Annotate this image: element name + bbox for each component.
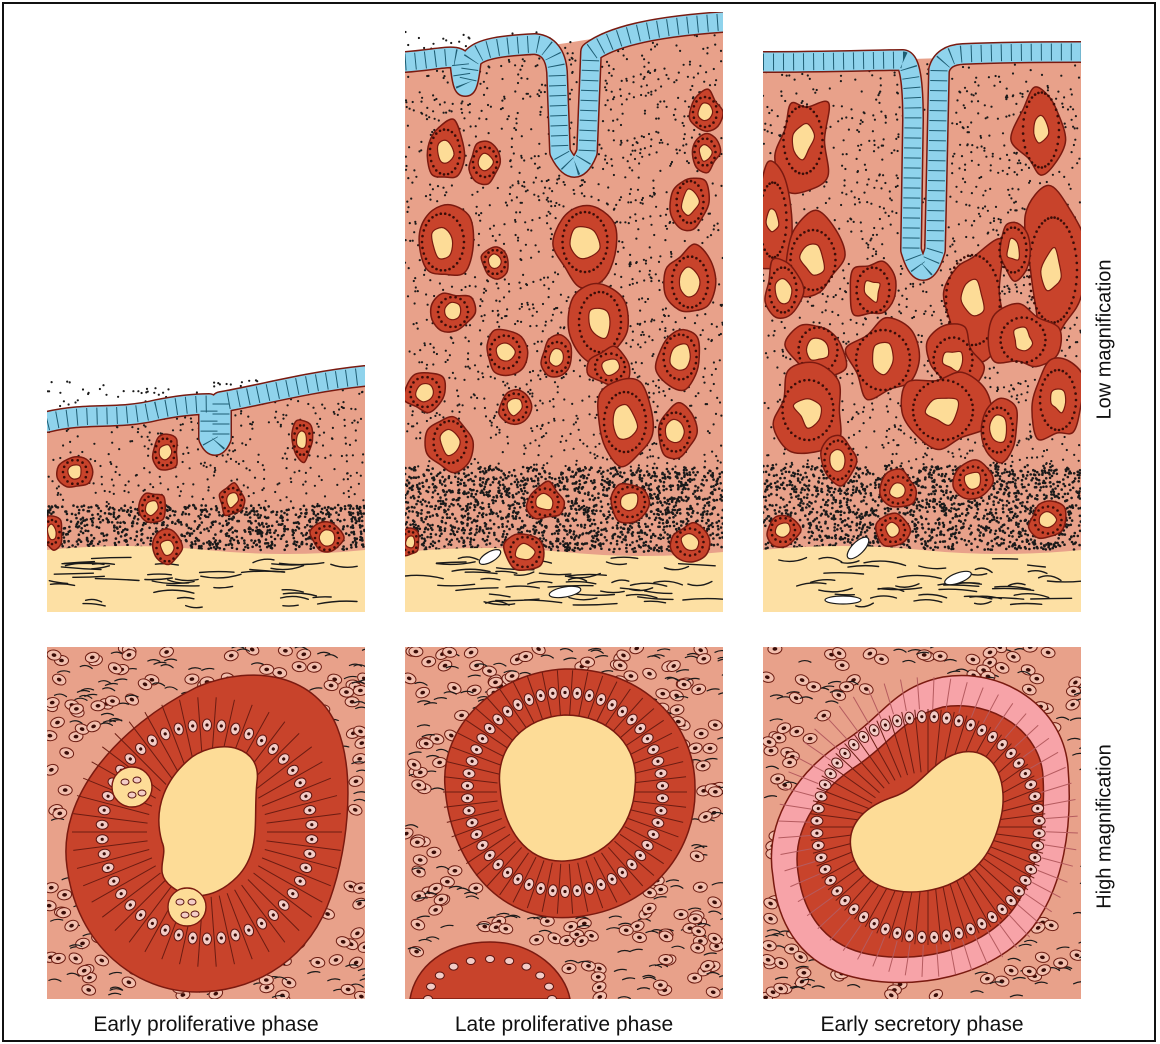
gland [405,528,419,556]
gland [419,205,473,276]
myometrium [763,546,1081,612]
caption-early-proliferative: Early proliferative phase [26,1013,386,1037]
panel-early-proliferative-high [47,647,365,999]
row-label-low-magnification: Low magnification [1094,250,1117,430]
gland [850,261,896,316]
gland-cross-section [443,669,695,918]
budding-gland [168,888,206,926]
gland [47,516,62,550]
caption-late-proliferative: Late proliferative phase [384,1013,744,1037]
row-label-high-magnification: High magnification [1094,737,1117,917]
panel-early-proliferative-low [47,360,365,612]
panel-early-secretory-low [763,40,1081,612]
vessel [825,596,861,604]
panel-early-secretory-high [763,647,1081,999]
caption-early-secretory: Early secretory phase [742,1013,1102,1037]
myometrium [47,546,365,612]
gland [487,329,528,375]
panel-late-proliferative-low [405,12,723,612]
panel-late-proliferative-high [405,647,723,999]
myometrium [405,548,723,612]
budding-gland [112,767,152,807]
gland [153,434,178,470]
gland [139,493,165,522]
